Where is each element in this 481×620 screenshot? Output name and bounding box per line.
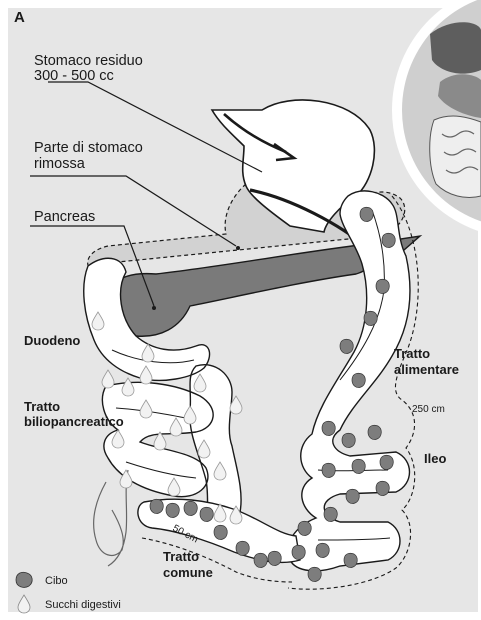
food-bolus-mark — [268, 551, 281, 565]
food-bolus-mark — [352, 459, 365, 473]
food-bolus-mark — [324, 507, 337, 521]
food-bolus-mark — [150, 499, 163, 513]
food-bolus-mark — [200, 507, 213, 521]
label-tratto-alimentare-line1: Tratto — [394, 346, 430, 361]
food-bolus-mark — [292, 545, 305, 559]
food-bolus-mark — [308, 567, 321, 581]
food-bolus-mark — [376, 279, 389, 293]
food-bolus-mark — [344, 553, 357, 567]
food-bolus-mark — [376, 481, 389, 495]
food-bolus-mark — [360, 207, 373, 221]
label-stomaco-residuo-line2: 300 - 500 cc — [34, 68, 114, 84]
label-parte-stomaco-line2: rimossa — [34, 156, 86, 172]
food-bolus-mark — [298, 521, 311, 535]
food-bolus-mark — [340, 339, 353, 353]
food-bolus-mark — [368, 425, 381, 439]
food-bolus-icon — [16, 572, 32, 587]
label-parte-stomaco-line1: Parte di stomaco — [34, 140, 143, 156]
legend-label-juice: Succhi digestivi — [45, 599, 121, 611]
label-tratto-alimentare-line2: alimentare — [394, 362, 459, 377]
food-bolus-mark — [346, 489, 359, 503]
food-bolus-mark — [322, 463, 335, 477]
label-tratto-bilio-line2: biliopancreatico — [24, 414, 124, 429]
food-bolus-mark — [382, 233, 395, 247]
food-bolus-mark — [254, 553, 267, 567]
label-tratto-comune-line2: comune — [163, 565, 213, 580]
panel-letter: A — [14, 9, 25, 26]
label-ileo: Ileo — [424, 451, 446, 466]
food-bolus-mark — [364, 311, 377, 325]
legend-label-food: Cibo — [45, 575, 68, 587]
food-bolus-mark — [214, 525, 227, 539]
food-bolus-mark — [316, 543, 329, 557]
food-bolus-mark — [352, 373, 365, 387]
leader-end-dot-removed — [236, 246, 240, 250]
food-bolus-mark — [342, 433, 355, 447]
leader-end-dot-pancreas — [152, 306, 156, 310]
label-tratto-bilio-line1: Tratto — [24, 399, 60, 414]
food-bolus-mark — [166, 503, 179, 517]
label-250cm: 250 cm — [412, 404, 445, 415]
label-stomaco-residuo-line1: Stomaco residuo — [34, 53, 143, 69]
label-duodeno: Duodeno — [24, 333, 80, 348]
food-bolus-mark — [322, 421, 335, 435]
label-pancreas: Pancreas — [34, 209, 95, 225]
label-tratto-comune-line1: Tratto — [163, 549, 199, 564]
food-bolus-mark — [380, 455, 393, 469]
food-bolus-mark — [184, 501, 197, 515]
food-bolus-mark — [236, 541, 249, 555]
